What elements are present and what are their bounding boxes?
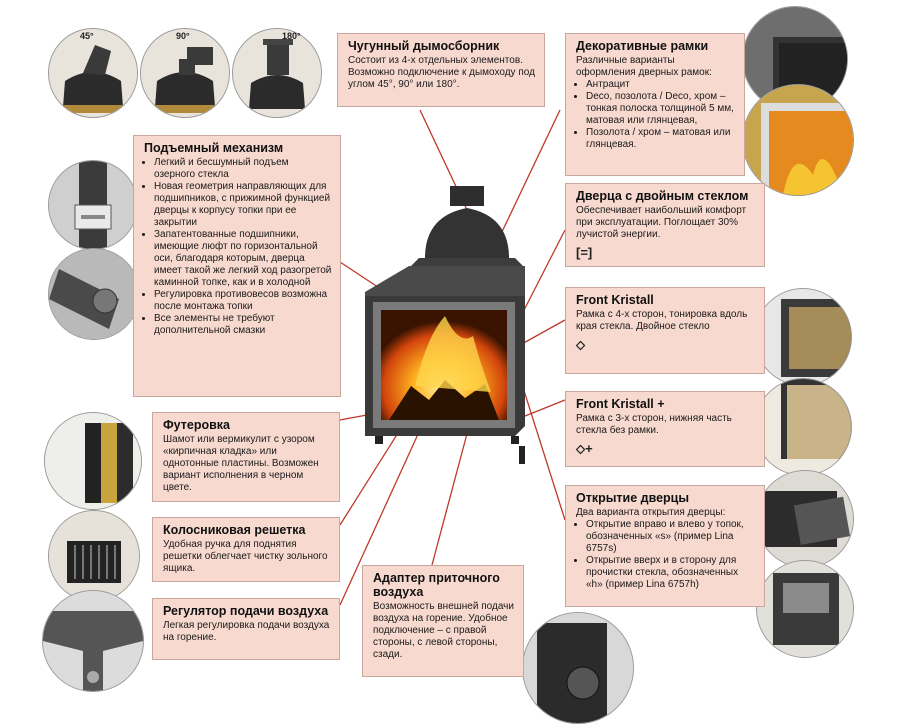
- grate-title: Колосниковая решетка: [163, 523, 306, 537]
- lift-mechanism-photo-2: [48, 248, 140, 340]
- door-opening-intro: Два варианта открытия дверцы:: [576, 507, 726, 518]
- front-kristall-plus-photo: [754, 378, 852, 476]
- lining-photo: [44, 412, 142, 510]
- door-opening-item: Открытие вправо и влево у топок, обознач…: [586, 519, 756, 555]
- grate-info-box: Колосниковая решетка Удобная ручка для п…: [152, 517, 340, 582]
- lift-mechanism-item: Все элементы не требуют дополнительной с…: [154, 313, 332, 337]
- leader-lines: [339, 109, 566, 606]
- door-opening-info-box: Открытие дверцы Два варианта открытия дв…: [565, 485, 765, 607]
- double-glass-text: Обеспечивает наибольший комфорт при эксп…: [576, 205, 747, 240]
- front-kristall-info-box: Front Kristall Рамка с 4-х сторон, тонир…: [565, 287, 765, 374]
- angle-label-45: 45°: [80, 31, 94, 41]
- lift-mechanism-item: Регулировка противовесов возможна после …: [154, 289, 332, 313]
- chimney-90-photo: [140, 28, 230, 118]
- lining-title: Футеровка: [163, 418, 231, 432]
- chimney-title: Чугунный дымосборник: [348, 39, 500, 53]
- lift-mechanism-item: Новая геометрия направляющих для подшипн…: [154, 181, 332, 229]
- door-opening-photo-1: [756, 470, 854, 568]
- double-glass-info-box: Дверца с двойным стеклом Обеспечивает на…: [565, 183, 765, 267]
- door-opening-photo-2: [756, 560, 854, 658]
- chimney-45-photo: [48, 28, 138, 118]
- front-kristall-plus-symbol: ⬦+: [576, 441, 593, 456]
- decor-frames-info-box: Декоративные рамки Различные варианты оф…: [565, 33, 745, 176]
- door-opening-title: Открытие дверцы: [576, 491, 690, 505]
- angle-label-90: 90°: [176, 31, 190, 41]
- air-regulator-text: Легкая регулировка подачи воздуха на гор…: [163, 620, 330, 643]
- air-regulator-title: Регулятор подачи воздуха: [163, 604, 329, 618]
- front-kristall-photo: [754, 288, 852, 386]
- angle-label-180: 180°: [282, 31, 301, 41]
- front-kristall-text: Рамка с 4-х сторон, тонировка вдоль края…: [576, 309, 748, 332]
- grate-text: Удобная ручка для поднятия решетки облег…: [163, 539, 328, 574]
- air-regulator-info-box: Регулятор подачи воздуха Легкая регулиро…: [152, 598, 340, 660]
- decor-frames-item: Позолота / хром – матовая или глянцевая.: [586, 127, 736, 151]
- fireplace-insert-illustration: [365, 186, 525, 464]
- chimney-text: Состоит из 4-х отдельных элементов. Возм…: [348, 55, 535, 90]
- decor-frames-title: Декоративные рамки: [576, 39, 709, 53]
- air-adapter-text: Возможность внешней подачи воздуха на го…: [373, 601, 514, 660]
- front-kristall-plus-text: Рамка с 3-х сторон, нижняя часть стекла …: [576, 413, 732, 436]
- chimney-180-photo: [232, 28, 322, 118]
- front-kristall-title: Front Kristall: [576, 293, 654, 307]
- lift-mechanism-photo-1: [48, 160, 138, 250]
- chimney-info-box: Чугунный дымосборник Состоит из 4-х отде…: [337, 33, 545, 107]
- lift-mechanism-info-box: Подъемный механизм Легкий и бесшумный по…: [133, 135, 341, 397]
- air-adapter-title: Адаптер приточного воздуха: [373, 571, 500, 599]
- lift-mechanism-item: Легкий и бесшумный подъем озерного стекл…: [154, 157, 332, 181]
- decor-frames-item: Deco, позолота / Deco, хром – тонкая пол…: [586, 91, 736, 127]
- lift-mechanism-title: Подъемный механизм: [144, 141, 284, 155]
- grate-photo: [48, 510, 140, 602]
- decor-frames-photo-2: [742, 84, 854, 196]
- lining-text: Шамот или вермикулит с узором «кирпичная…: [163, 434, 319, 493]
- lift-mechanism-item: Запатентованные подшипники, имеющие люфт…: [154, 229, 332, 289]
- air-adapter-info-box: Адаптер приточного воздуха Возможность в…: [362, 565, 524, 677]
- door-opening-item: Открытие вверх и в сторону для прочистки…: [586, 555, 756, 591]
- air-regulator-photo: [42, 590, 144, 692]
- front-kristall-plus-info-box: Front Kristall + Рамка с 3-х сторон, ниж…: [565, 391, 765, 467]
- decor-frames-intro: Различные варианты оформления дверных ра…: [576, 55, 712, 78]
- front-kristall-symbol: ⬦: [576, 337, 586, 352]
- double-glass-title: Дверца с двойным стеклом: [576, 189, 749, 203]
- decor-frames-item: Антрацит: [586, 79, 736, 91]
- double-glass-symbol: [=]: [576, 245, 593, 260]
- lining-info-box: Футеровка Шамот или вермикулит с узором …: [152, 412, 340, 502]
- front-kristall-plus-title: Front Kristall +: [576, 397, 665, 411]
- air-adapter-photo: [522, 612, 634, 724]
